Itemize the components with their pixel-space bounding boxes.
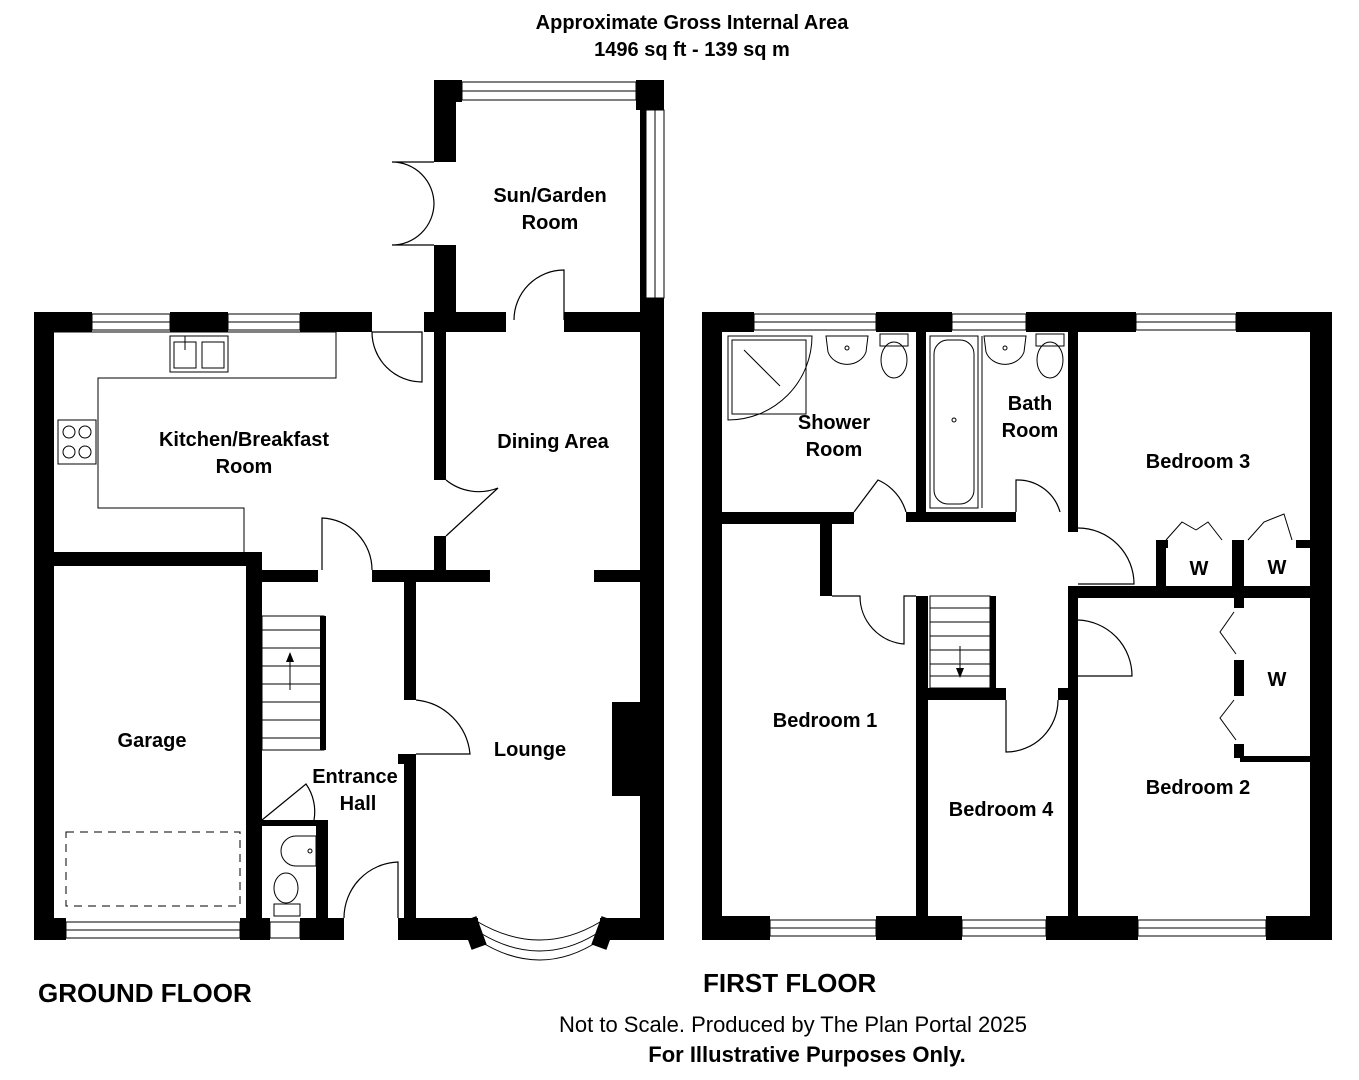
ground-floor-plan [34,80,665,961]
first-floor-title: FIRST FLOOR [703,968,877,998]
bedroom-4-label: Bedroom 4 [949,799,1054,821]
purpose-note: For Illustrative Purposes Only. [648,1042,965,1067]
shower-room-label-1: Shower [798,412,870,434]
bath-room-label-2: Room [1002,420,1059,442]
area-title: Approximate Gross Internal Area [536,12,850,34]
sun-garden-room-label-1: Sun/Garden [493,185,606,207]
dining-area-label: Dining Area [497,431,609,453]
scale-note: Not to Scale. Produced by The Plan Porta… [559,1012,1027,1037]
first-floor-plan [702,312,1332,940]
lounge-label: Lounge [494,739,566,761]
area-value: 1496 sq ft - 139 sq m [594,39,790,61]
shower-room-label-2: Room [806,439,863,461]
kitchen-label-2: Room [216,456,273,478]
entrance-hall-label-1: Entrance [312,766,398,788]
kitchen-label-1: Kitchen/Breakfast [159,429,329,451]
wardrobe-label-1: W [1190,558,1209,580]
sun-garden-room-label-2: Room [522,212,579,234]
ground-floor-title: GROUND FLOOR [38,978,252,1008]
wardrobe-label-3: W [1268,669,1287,691]
bath-room-label-1: Bath [1008,393,1052,415]
bedroom-2-label: Bedroom 2 [1146,777,1250,799]
wardrobe-label-2: W [1268,557,1287,579]
bedroom-3-label: Bedroom 3 [1146,451,1250,473]
entrance-hall-label-2: Hall [340,793,377,815]
bedroom-1-label: Bedroom 1 [773,710,877,732]
garage-label: Garage [118,730,187,752]
